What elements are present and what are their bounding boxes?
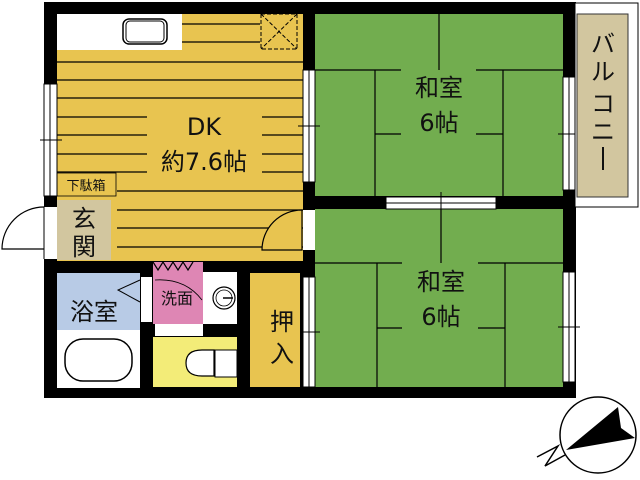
washitsu-bottom-size: 6帖 xyxy=(421,303,460,331)
dk-size: 約7.6帖 xyxy=(161,148,247,176)
bath-door-icon xyxy=(116,279,141,303)
bath-label: 浴室 xyxy=(70,298,118,326)
genkan-label-1: 玄 xyxy=(72,205,96,233)
washroom xyxy=(152,260,237,336)
washitsu-top-label: 和室 xyxy=(415,74,463,102)
doorway-dk-washitsu-bottom[interactable] xyxy=(303,210,315,250)
sliding-door-closet-washitsu[interactable] xyxy=(298,276,320,388)
svg-text:ル: ル xyxy=(591,58,615,86)
sliding-door-dk-washitsu[interactable] xyxy=(298,69,320,183)
svg-text:コ: コ xyxy=(591,90,615,118)
compass-icon xyxy=(536,396,637,474)
toilet-tank-icon xyxy=(214,349,238,378)
toilet-icon xyxy=(185,349,215,377)
window-washitsu-bottom-right xyxy=(558,271,580,383)
bathroom xyxy=(57,273,141,388)
washroom-label: 洗面 xyxy=(161,289,193,308)
svg-text:ニ: ニ xyxy=(591,118,615,146)
closet-label-2: 入 xyxy=(270,340,294,368)
svg-text:バ: バ xyxy=(591,30,615,58)
balcony-label: バ ル コ ニ xyxy=(591,30,615,170)
toilet-room xyxy=(153,337,238,387)
closet-label-1: 押 xyxy=(270,308,294,336)
window-dk-left xyxy=(40,83,62,197)
door-swing-icon xyxy=(261,209,303,251)
dk-label: DK xyxy=(187,113,222,141)
refrigerator-space-icon xyxy=(260,13,298,50)
entrance-door-swing-icon[interactable] xyxy=(1,206,45,250)
bathtub-icon xyxy=(64,338,133,382)
curtain-icon xyxy=(152,260,194,272)
sink-icon xyxy=(122,18,168,45)
washitsu-bottom-label: 和室 xyxy=(417,268,465,296)
washitsu-bottom xyxy=(315,209,563,387)
closet xyxy=(250,273,300,387)
washitsu-top-size: 6帖 xyxy=(419,109,458,137)
shoe-box-label: 下駄箱 xyxy=(66,178,105,194)
entrance-door-opening xyxy=(44,207,57,259)
washitsu-top xyxy=(315,14,563,196)
genkan xyxy=(57,200,111,260)
genkan-label-2: 関 xyxy=(72,233,96,261)
sliding-door-washitsu-between[interactable] xyxy=(385,192,497,214)
north-label xyxy=(536,444,566,467)
bath-door-opening[interactable] xyxy=(141,277,152,322)
